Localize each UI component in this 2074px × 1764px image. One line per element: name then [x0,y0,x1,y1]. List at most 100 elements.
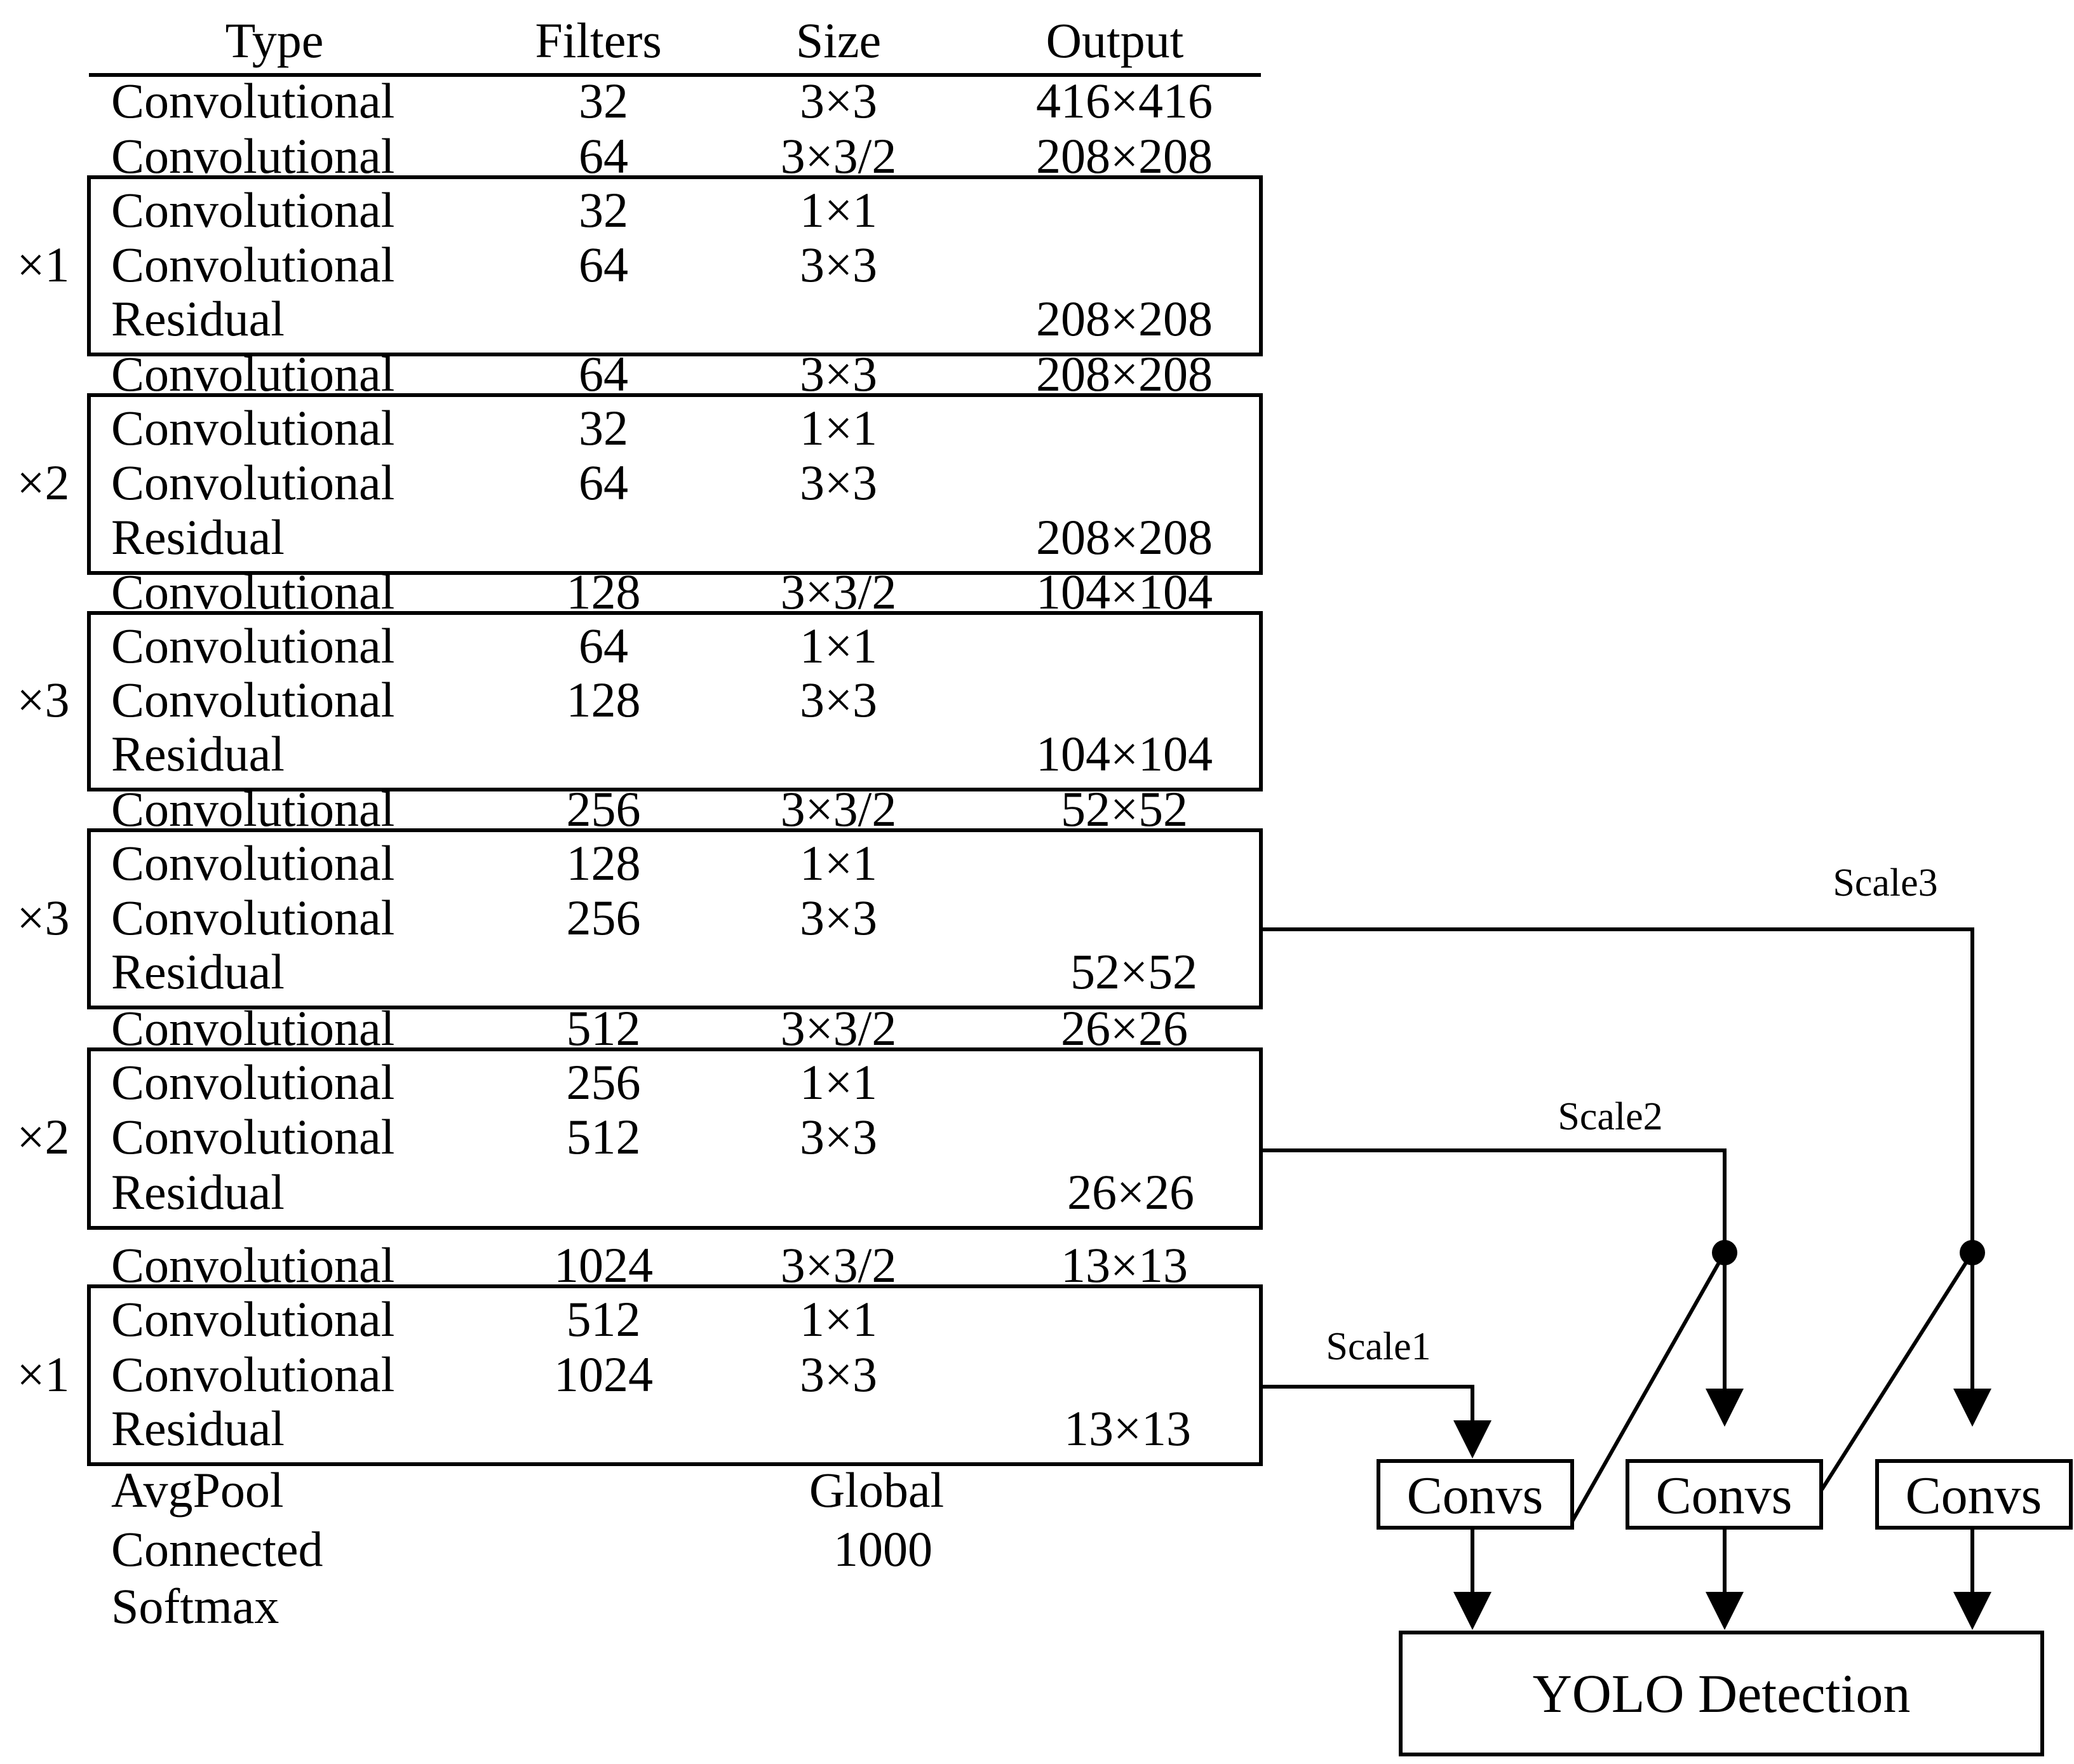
convs-label-3: Convs [1906,1466,2042,1525]
cell-size: 1000 [833,1521,933,1577]
convs-label-1: Convs [1407,1466,1544,1525]
cell-type: Convolutional [111,1291,394,1347]
cell-filters: 512 [567,1291,641,1347]
cell-filters: 64 [579,455,628,510]
cell-type: Residual [111,726,285,781]
cell-filters: 256 [567,890,641,945]
table-row: Residual 13×13 [111,1401,1191,1456]
convs-label-2: Convs [1656,1466,1793,1525]
cell-type: Convolutional [111,1109,394,1164]
table-row: Convolutional 1024 3×3 [111,1347,877,1402]
cell-size: 3×3/2 [781,1237,897,1293]
cell-filters: 64 [579,128,628,184]
cell-type: Convolutional [111,182,394,238]
cell-output: 208×208 [1036,291,1213,346]
cell-filters: 32 [579,73,628,128]
residual-block-frame [87,828,1263,1009]
scale2-route [1261,1148,1744,1427]
header-filters: Filters [535,13,661,68]
cell-filters: 512 [567,1000,641,1056]
table-row: Softmax [111,1579,279,1634]
cell-type: Residual [111,291,285,346]
header-output: Output [1046,13,1184,68]
cell-size: 1×1 [800,1291,877,1347]
cell-type: Convolutional [111,455,394,510]
cell-type: Convolutional [111,1347,394,1402]
cell-size: 3×3 [800,1109,877,1164]
scale3-label: Scale3 [1833,861,1937,905]
residual-block-frame [87,175,1263,356]
cell-size: 1×1 [800,618,877,673]
upsample-link-2 [1820,1251,1974,1491]
table-row: Convolutional 512 1×1 [111,1291,877,1347]
scale2-label: Scale2 [1558,1095,1662,1138]
cell-type: Convolutional [111,890,394,945]
upsample-link-1 [1570,1251,1727,1523]
convs-box-1 [1377,1459,1574,1530]
cell-type: Convolutional [111,835,394,891]
block-multiplier: ×3 [17,890,70,945]
block-multiplier: ×1 [17,237,70,292]
table-row: Convolutional 256 1×1 [111,1054,877,1110]
table-row: Convolutional 128 1×1 [111,835,877,891]
cell-type: Convolutional [111,400,394,455]
cell-type: AvgPool [111,1462,284,1518]
cell-output: 13×13 [1064,1401,1191,1456]
scale1-label: Scale1 [1326,1325,1431,1368]
block-multiplier: ×2 [17,455,70,510]
cell-type: Residual [111,509,285,565]
cell-output: 208×208 [1036,128,1213,184]
cell-type: Residual [111,944,285,999]
cell-size: 3×3 [800,73,877,128]
table-row: Residual 208×208 [111,291,1213,346]
cell-filters: 64 [579,618,628,673]
header-type: Type [226,13,324,68]
cell-size: 3×3/2 [781,1000,897,1056]
cell-type: Residual [111,1164,285,1220]
cell-filters: 256 [567,1054,641,1110]
cell-size: 1×1 [800,1054,877,1110]
cell-size: Global [809,1462,944,1518]
cell-type: Convolutional [111,73,394,128]
cell-type: Residual [111,1401,285,1456]
cell-type: Softmax [111,1579,279,1634]
table-row: Residual 208×208 [111,509,1213,565]
residual-block-frame [87,1047,1263,1230]
cell-size: 3×3 [800,672,877,727]
cell-filters: 128 [567,835,641,891]
cell-output: 13×13 [1061,1237,1188,1293]
table-row: Convolutional 512 3×3/2 26×26 [111,1000,1188,1056]
scale1-route [1261,1385,1492,1458]
table-row: AvgPool Global [111,1462,944,1518]
cell-type: Convolutional [111,1054,394,1110]
cell-type: Convolutional [111,128,394,184]
cell-size: 3×3 [800,890,877,945]
residual-blocks: ×1×2×3×3×2×1 [17,175,1263,1466]
table-row: Residual 52×52 [111,944,1197,999]
cell-filters: 32 [579,400,628,455]
cell-filters: 32 [579,182,628,238]
cell-type: Convolutional [111,237,394,292]
cell-size: 1×1 [800,835,877,891]
yolo-detection-box [1399,1631,2044,1756]
cell-filters: 1024 [554,1237,653,1293]
table-row: Convolutional 256 3×3 [111,890,877,945]
yolo-detection-label: YOLO Detection [1533,1663,1911,1724]
cell-size: 3×3 [800,1347,877,1402]
cell-type: Convolutional [111,1000,394,1056]
cell-filters: 1024 [554,1347,653,1402]
cell-output: 52×52 [1070,944,1197,999]
header-size: Size [796,13,881,68]
cell-output: 208×208 [1036,509,1213,565]
cell-size: 3×3 [800,237,877,292]
residual-block-frame [87,393,1263,575]
cell-output: 26×26 [1061,1000,1188,1056]
